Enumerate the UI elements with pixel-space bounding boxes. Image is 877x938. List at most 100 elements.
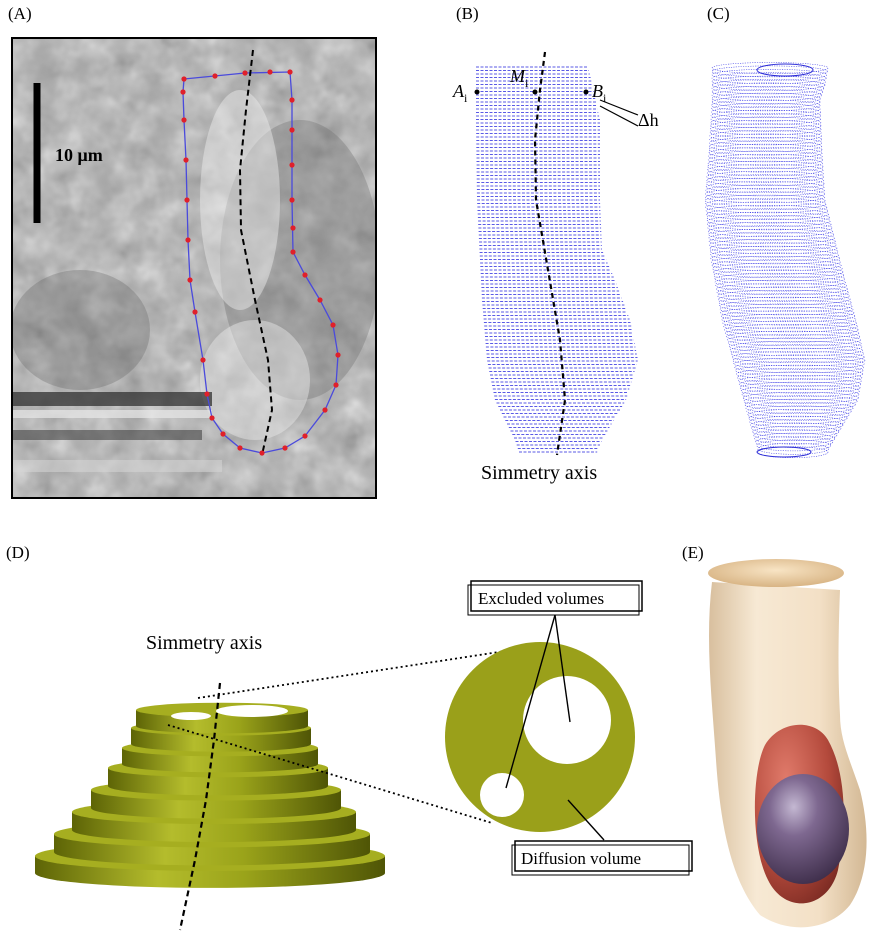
contour-marker <box>183 157 188 162</box>
slice-lines <box>476 67 638 452</box>
contour-marker <box>181 117 186 122</box>
diffusion-volume-label: Diffusion volume <box>521 849 641 868</box>
wireframe-ring <box>715 273 845 284</box>
contour-marker <box>180 89 185 94</box>
wireframe-ring <box>730 345 863 356</box>
wireframe-ring <box>741 386 859 397</box>
excluded-volume-small <box>480 773 524 817</box>
contour-marker <box>317 297 322 302</box>
wireframe-ring <box>712 100 821 111</box>
wireframe-ring <box>707 171 824 182</box>
wireframe-ring <box>705 195 825 206</box>
wireframe-ring <box>711 253 840 264</box>
wireframe-ring <box>740 382 860 393</box>
wireframe-ring <box>721 311 855 322</box>
wireframe-ring <box>728 338 861 349</box>
wireframe-ring <box>716 280 847 291</box>
wireframe-ring <box>707 216 830 227</box>
organelle-purple <box>757 774 849 884</box>
point-a-label: Ai <box>452 81 468 105</box>
wireframe-ring <box>707 168 823 179</box>
wireframe-ring <box>709 233 835 244</box>
wireframe-ring <box>712 76 826 87</box>
wireframe-ring <box>750 416 845 427</box>
wireframe-ring <box>752 423 841 434</box>
top-hole-large <box>216 705 288 717</box>
delta-h-leader-2 <box>600 106 638 126</box>
wireframe-ring <box>709 239 836 250</box>
contour-marker <box>242 70 247 75</box>
top-hole-small <box>171 712 211 720</box>
wireframe-ring <box>726 328 859 339</box>
wireframe-ring <box>712 73 826 84</box>
wireframe-ring <box>706 202 827 213</box>
wireframe-top-ring <box>757 64 813 76</box>
wireframe-ring <box>712 86 823 97</box>
wireframe-ring <box>758 443 829 454</box>
wireframe-ring <box>754 430 837 441</box>
panel-a-micrograph <box>10 38 380 498</box>
contour-marker <box>287 69 292 74</box>
wireframe-ring <box>710 131 822 142</box>
contour-marker <box>289 197 294 202</box>
contour-marker <box>289 162 294 167</box>
wireframe-ring <box>711 107 820 118</box>
wireframe-ring <box>749 413 847 424</box>
wireframe-ring <box>709 144 822 155</box>
wireframe-ring <box>718 294 850 305</box>
contour-marker <box>237 445 242 450</box>
wireframe-ring <box>739 379 861 390</box>
wireframe-ring <box>706 209 828 220</box>
wireframe-ring <box>720 304 853 315</box>
wireframe-ring <box>708 222 832 233</box>
wireframe-ring <box>736 369 862 380</box>
wireframe-ring <box>710 243 837 254</box>
stepped-cylinder-stack <box>35 703 385 888</box>
wireframe-ring <box>715 277 846 288</box>
contour-marker <box>267 69 272 74</box>
wireframe-ring <box>731 348 864 359</box>
wireframe-ring <box>713 263 843 274</box>
wireframe-ring <box>726 331 859 342</box>
cell-cap <box>708 559 844 587</box>
contour-marker <box>209 415 214 420</box>
wireframe-ring <box>746 403 853 414</box>
contour-marker <box>302 433 307 438</box>
contour-marker <box>200 357 205 362</box>
wireframe-ring <box>709 229 834 240</box>
wireframe-ring <box>712 80 825 91</box>
wireframe-ring <box>717 287 848 298</box>
wireframe-ring <box>737 372 862 383</box>
wireframe-ring <box>705 192 825 203</box>
wireframe-ring <box>708 154 822 165</box>
contour-marker <box>181 76 186 81</box>
wireframe-ring <box>719 297 851 308</box>
contour-marker <box>290 225 295 230</box>
wireframe-ring <box>722 314 856 325</box>
contour-marker <box>192 309 197 314</box>
point-m-dot <box>533 90 538 95</box>
point-a-dot <box>475 90 480 95</box>
wireframe-rings <box>705 63 865 458</box>
wireframe-ring <box>757 440 831 451</box>
wireframe-ring <box>709 236 835 247</box>
wireframe-ring <box>734 358 865 369</box>
wireframe-ring <box>733 355 865 366</box>
contour-marker <box>187 277 192 282</box>
wireframe-ring <box>708 158 823 169</box>
wireframe-ring <box>706 185 825 196</box>
contour-marker <box>289 97 294 102</box>
wireframe-ring <box>706 178 824 189</box>
wireframe-ring <box>707 212 830 223</box>
wireframe-ring <box>712 260 841 271</box>
wireframe-ring <box>716 284 847 295</box>
wireframe-ring <box>713 267 843 278</box>
wireframe-ring <box>721 307 854 318</box>
contour-marker <box>302 272 307 277</box>
wireframe-ring <box>707 165 823 176</box>
point-b-dot <box>584 90 589 95</box>
wireframe-ring <box>712 93 820 104</box>
wireframe-ring <box>705 199 826 210</box>
wireframe-ring <box>708 161 823 172</box>
wireframe-ring <box>724 321 858 332</box>
